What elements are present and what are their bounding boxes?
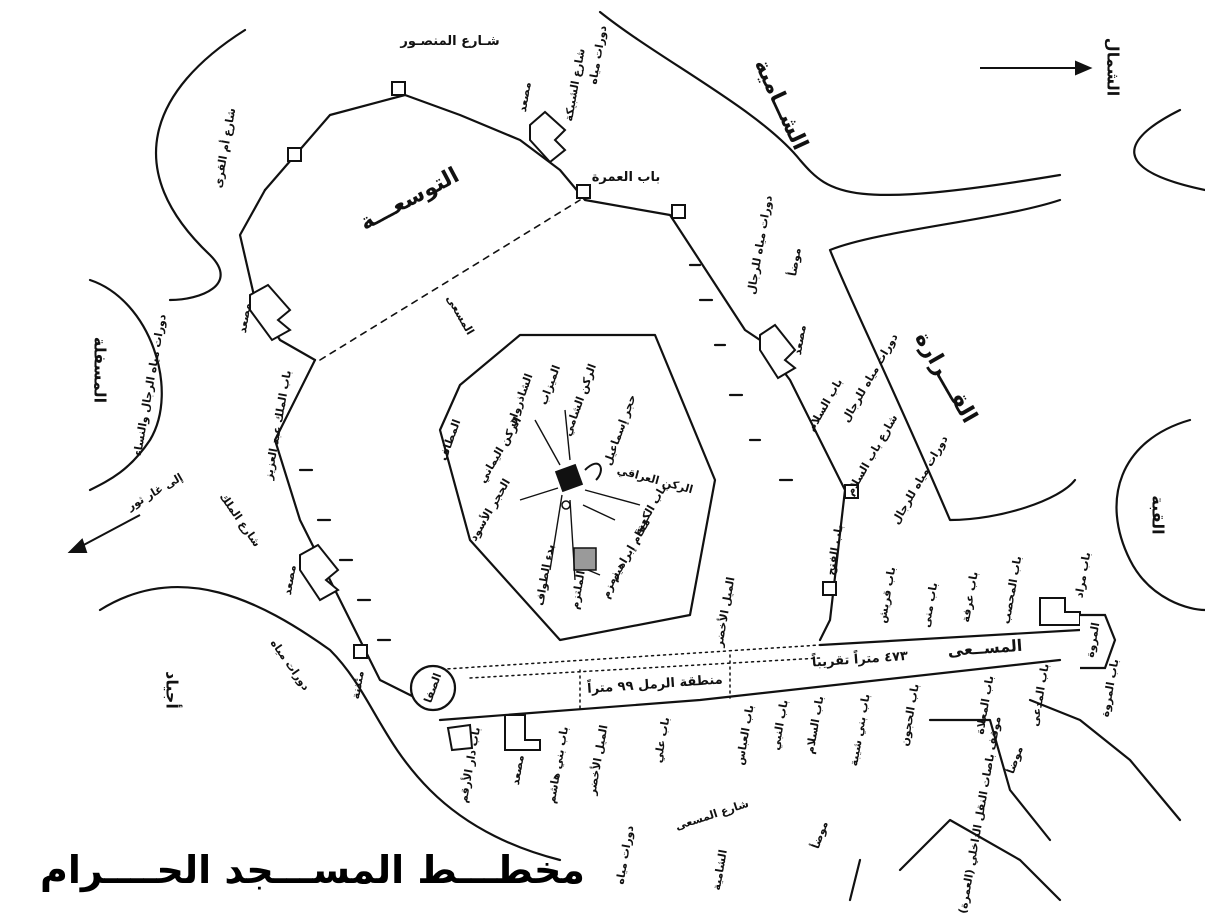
terrain-east-upper	[1133, 108, 1205, 192]
arrow-multazam	[569, 499, 576, 581]
terrain-jiyad-curve	[98, 586, 562, 862]
mataf-outline	[438, 333, 717, 642]
map-title: مخطـــط المســـجد الحــــرام	[40, 848, 585, 892]
road-bottom-right-4	[848, 858, 862, 902]
masa-top-wall	[818, 628, 1082, 647]
gate-umrah: باب العمرة	[591, 170, 661, 186]
minaret-4	[671, 204, 686, 219]
arrow-hajar	[519, 487, 559, 501]
elevator-east	[759, 323, 797, 380]
masa-top-wall-west	[429, 644, 821, 671]
north-label: الشمال	[1103, 37, 1123, 97]
marwa-block	[1080, 613, 1117, 670]
terrain-misfalah-curve	[88, 278, 163, 492]
arrow-door	[584, 489, 641, 506]
arrow-zamzam	[587, 569, 601, 576]
arrow-mizab	[564, 409, 571, 461]
terrain-east-curve	[1115, 418, 1205, 612]
terrain-north-curve	[598, 10, 1062, 196]
thawr-arrow-head	[67, 538, 88, 553]
road-bottom-right-1	[898, 818, 1062, 902]
safa-circle	[409, 664, 457, 712]
road-bottom-right-2	[928, 718, 1052, 842]
arrow-shazarwan	[534, 419, 561, 466]
district-jiyad: أجياد	[162, 671, 182, 709]
gate-ticks-east	[688, 263, 794, 482]
road-bottom-right-3	[1028, 698, 1182, 822]
district-marwa-hill: القبة	[1148, 495, 1168, 535]
terrain-qarara-curve	[828, 198, 1077, 522]
elevator-southwest	[299, 543, 340, 602]
elevator-south	[504, 714, 541, 751]
elevator-north	[529, 110, 567, 164]
minaret-3	[576, 184, 591, 199]
arrow-tawaf	[549, 494, 563, 571]
zamzam-dot	[561, 500, 571, 510]
raml-dotted-top	[469, 657, 821, 679]
thawr-arrow-shaft	[77, 514, 141, 549]
minaret-2	[287, 147, 302, 162]
minaret-5	[844, 484, 859, 499]
north-arrow-head	[1075, 60, 1093, 76]
minaret-6	[822, 581, 837, 596]
minaret-7	[353, 644, 368, 659]
gate-ticks-west	[298, 468, 392, 642]
kaaba-square	[554, 463, 584, 493]
arrow-maqam	[582, 504, 616, 521]
west-wall	[273, 358, 422, 702]
elevator-west	[249, 283, 292, 342]
expansion-outline	[263, 93, 847, 642]
district-misfalah: المسفلة	[90, 336, 110, 404]
old-boundary-dashed	[319, 199, 581, 361]
maqam-square	[573, 547, 597, 571]
minaret-1	[391, 81, 406, 96]
elevator-marwa	[1039, 597, 1081, 626]
hijr-arc	[584, 462, 602, 481]
terrain-west-curve	[155, 28, 247, 302]
masa-bottom-wall	[438, 658, 1062, 722]
elevator-arqam	[446, 723, 474, 752]
street-mansour: شـارع المنصـور	[400, 34, 500, 50]
